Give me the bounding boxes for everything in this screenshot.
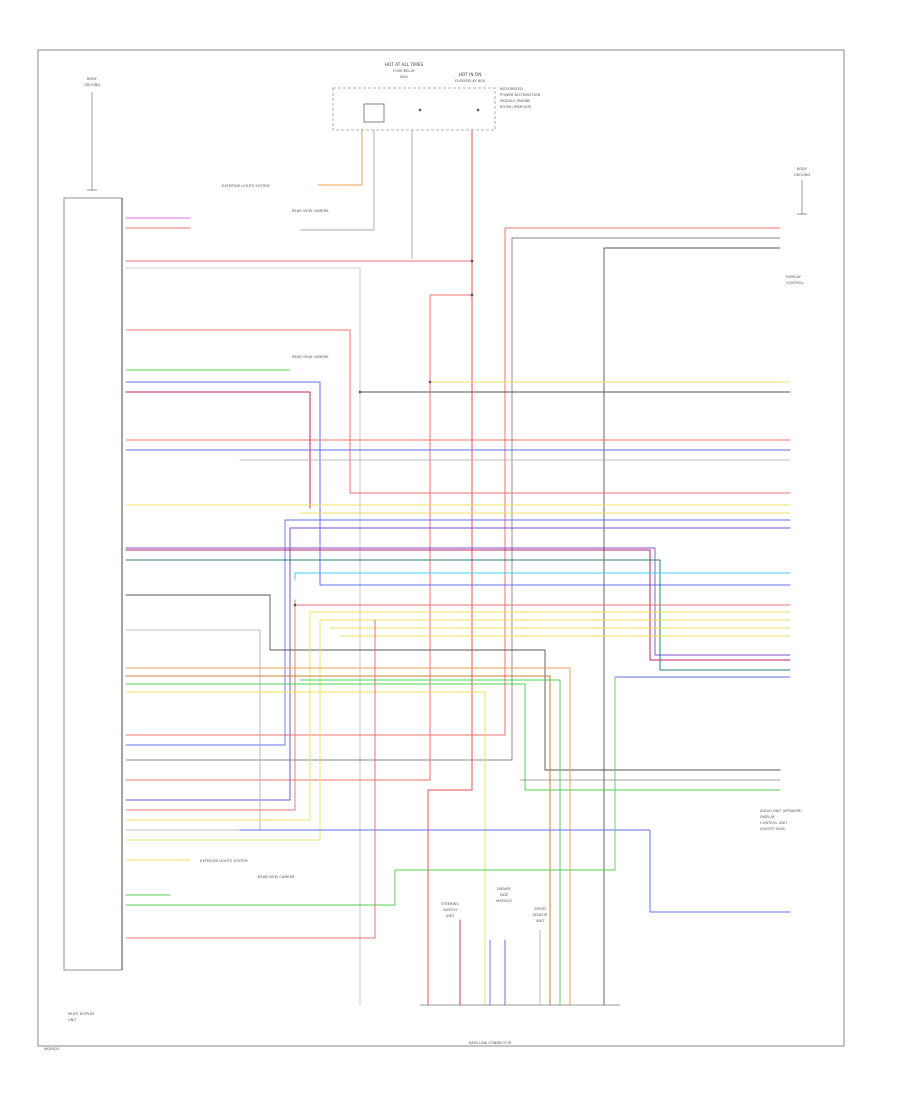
left-ground-label-2: GROUND: [84, 83, 100, 87]
right-ground: BODY GROUND: [794, 167, 810, 215]
hot-in-on-line: FUSE/RELAY BOX: [455, 79, 486, 83]
module-left-bottom-1: MULTI DISPLAY: [68, 1012, 95, 1016]
left-ground: BODY GROUND: [84, 77, 100, 191]
wire-blue-mid: [239, 829, 791, 913]
ipdm-note-2: POWER DISTRIBUTION: [500, 93, 540, 97]
audio-unit-label-1: AUDIO UNIT (SPEAKER): [760, 809, 802, 813]
wire-row-3b: [125, 267, 361, 1006]
wire-yellow-v2: [125, 619, 321, 841]
wire-green-680: [299, 679, 561, 1006]
right-ground-label-2: GROUND: [794, 173, 810, 177]
display-control-unit-label: DISPLAY: [786, 275, 802, 279]
wire-blue-382: [125, 381, 791, 586]
ipdm-note-1: INTEGRATED: [500, 87, 523, 91]
callout-rear-view-camera-1: REAR VIEW CAMERA: [292, 209, 329, 213]
bottom-module-2-line-3: MODULE: [496, 899, 512, 903]
audio-unit-label-2: DISPLAY: [760, 815, 776, 819]
bottom-modules: STEERING SWITCH UNIT DRIVER SIDE MODULE …: [441, 887, 548, 923]
callout-exterior-lights-2: EXTERIOR LIGHTS SYSTEM: [200, 859, 248, 863]
wire-red-938: [125, 619, 376, 939]
display-control-unit-label-2: CONTROL: [786, 281, 804, 285]
fuse-box-title: HOT AT ALL TIMES: [385, 62, 424, 67]
callout-exterior-lights-1: EXTERIOR LIGHTS SYSTEM: [222, 184, 270, 188]
bottom-module-3-line-3: UNIT: [536, 919, 545, 923]
callout-rear-view-camera-3: REAR VIEW CAMERA: [258, 875, 295, 879]
callout-rear-view-camera-2: REAR VIEW CAMERA: [292, 355, 329, 359]
wire-blue-down: [125, 519, 286, 746]
wire-fuse-orange: [317, 129, 363, 186]
bottom-module-2-line-1: DRIVER: [497, 887, 511, 891]
fuse-box-line-1: FUSE/RELAY: [393, 69, 415, 73]
hot-in-on-title: HOT IN ON: [459, 72, 481, 77]
wire-cyan-573: [294, 572, 791, 581]
audio-unit-label-3: CONTROL UNIT: [760, 821, 788, 825]
wire-teal-560: [125, 559, 791, 671]
left-ground-label-1: BODY: [87, 77, 98, 81]
wire-green-684: [125, 683, 781, 791]
multi-av-control-unit: MULTI DISPLAY UNIT: [63, 197, 123, 1022]
wire-red-600: [294, 599, 791, 606]
module-left-bottom-2: UNIT: [68, 1018, 77, 1022]
wire-orange-668: [125, 667, 571, 1006]
wire-row-330: [125, 329, 791, 494]
wire-yellow-v1: [125, 611, 311, 821]
splices: [293, 259, 474, 607]
wire-purple-550b: [125, 547, 791, 656]
wire-orange-676: [125, 675, 551, 1006]
bottom-module-3-line-1: SPEED: [534, 907, 546, 911]
bottom-module-1-line-2: SWITCH: [443, 908, 457, 912]
bottom-module-1-line-3: UNIT: [446, 914, 455, 918]
right-ground-label-1: BODY: [797, 167, 808, 171]
bottom-module-3-line-2: SENSOR: [533, 913, 548, 917]
data-link-connector-label: DATA LINK CONNECTOR: [469, 1041, 512, 1045]
wire-red-v: [125, 604, 296, 811]
fuse-relay-box: HOT AT ALL TIMES FUSE/RELAY BOX HOT IN O…: [332, 62, 496, 131]
audio-unit-label-4: (EXCEPT DVD): [760, 827, 786, 831]
wire-red-295: [125, 294, 473, 781]
diagram-frame: [37, 49, 845, 1047]
ipdm-note-4: ROOM (IPDM E/R): [500, 105, 532, 109]
wire-gray-630: [125, 629, 261, 831]
wire-red-392: [125, 391, 311, 509]
wire-purple-down: [125, 527, 291, 801]
bottom-module-1-line-1: STEERING: [441, 902, 459, 906]
wire-fuse-gray-1: [299, 129, 375, 231]
fuse-box-line-2: BOX: [400, 75, 408, 79]
wire-gray-down: [125, 237, 513, 761]
wires: [125, 129, 791, 1006]
wire-yellow-692: [125, 691, 486, 1006]
footer-id: W00000: [44, 1047, 60, 1051]
wire-green-870: [125, 676, 616, 906]
wire-black-595: [125, 594, 781, 771]
ipdm-note-3: MODULE ENGINE: [500, 99, 531, 103]
wire-red-down-1: [125, 227, 506, 736]
bottom-module-2-line-2: SIDE: [500, 893, 509, 897]
